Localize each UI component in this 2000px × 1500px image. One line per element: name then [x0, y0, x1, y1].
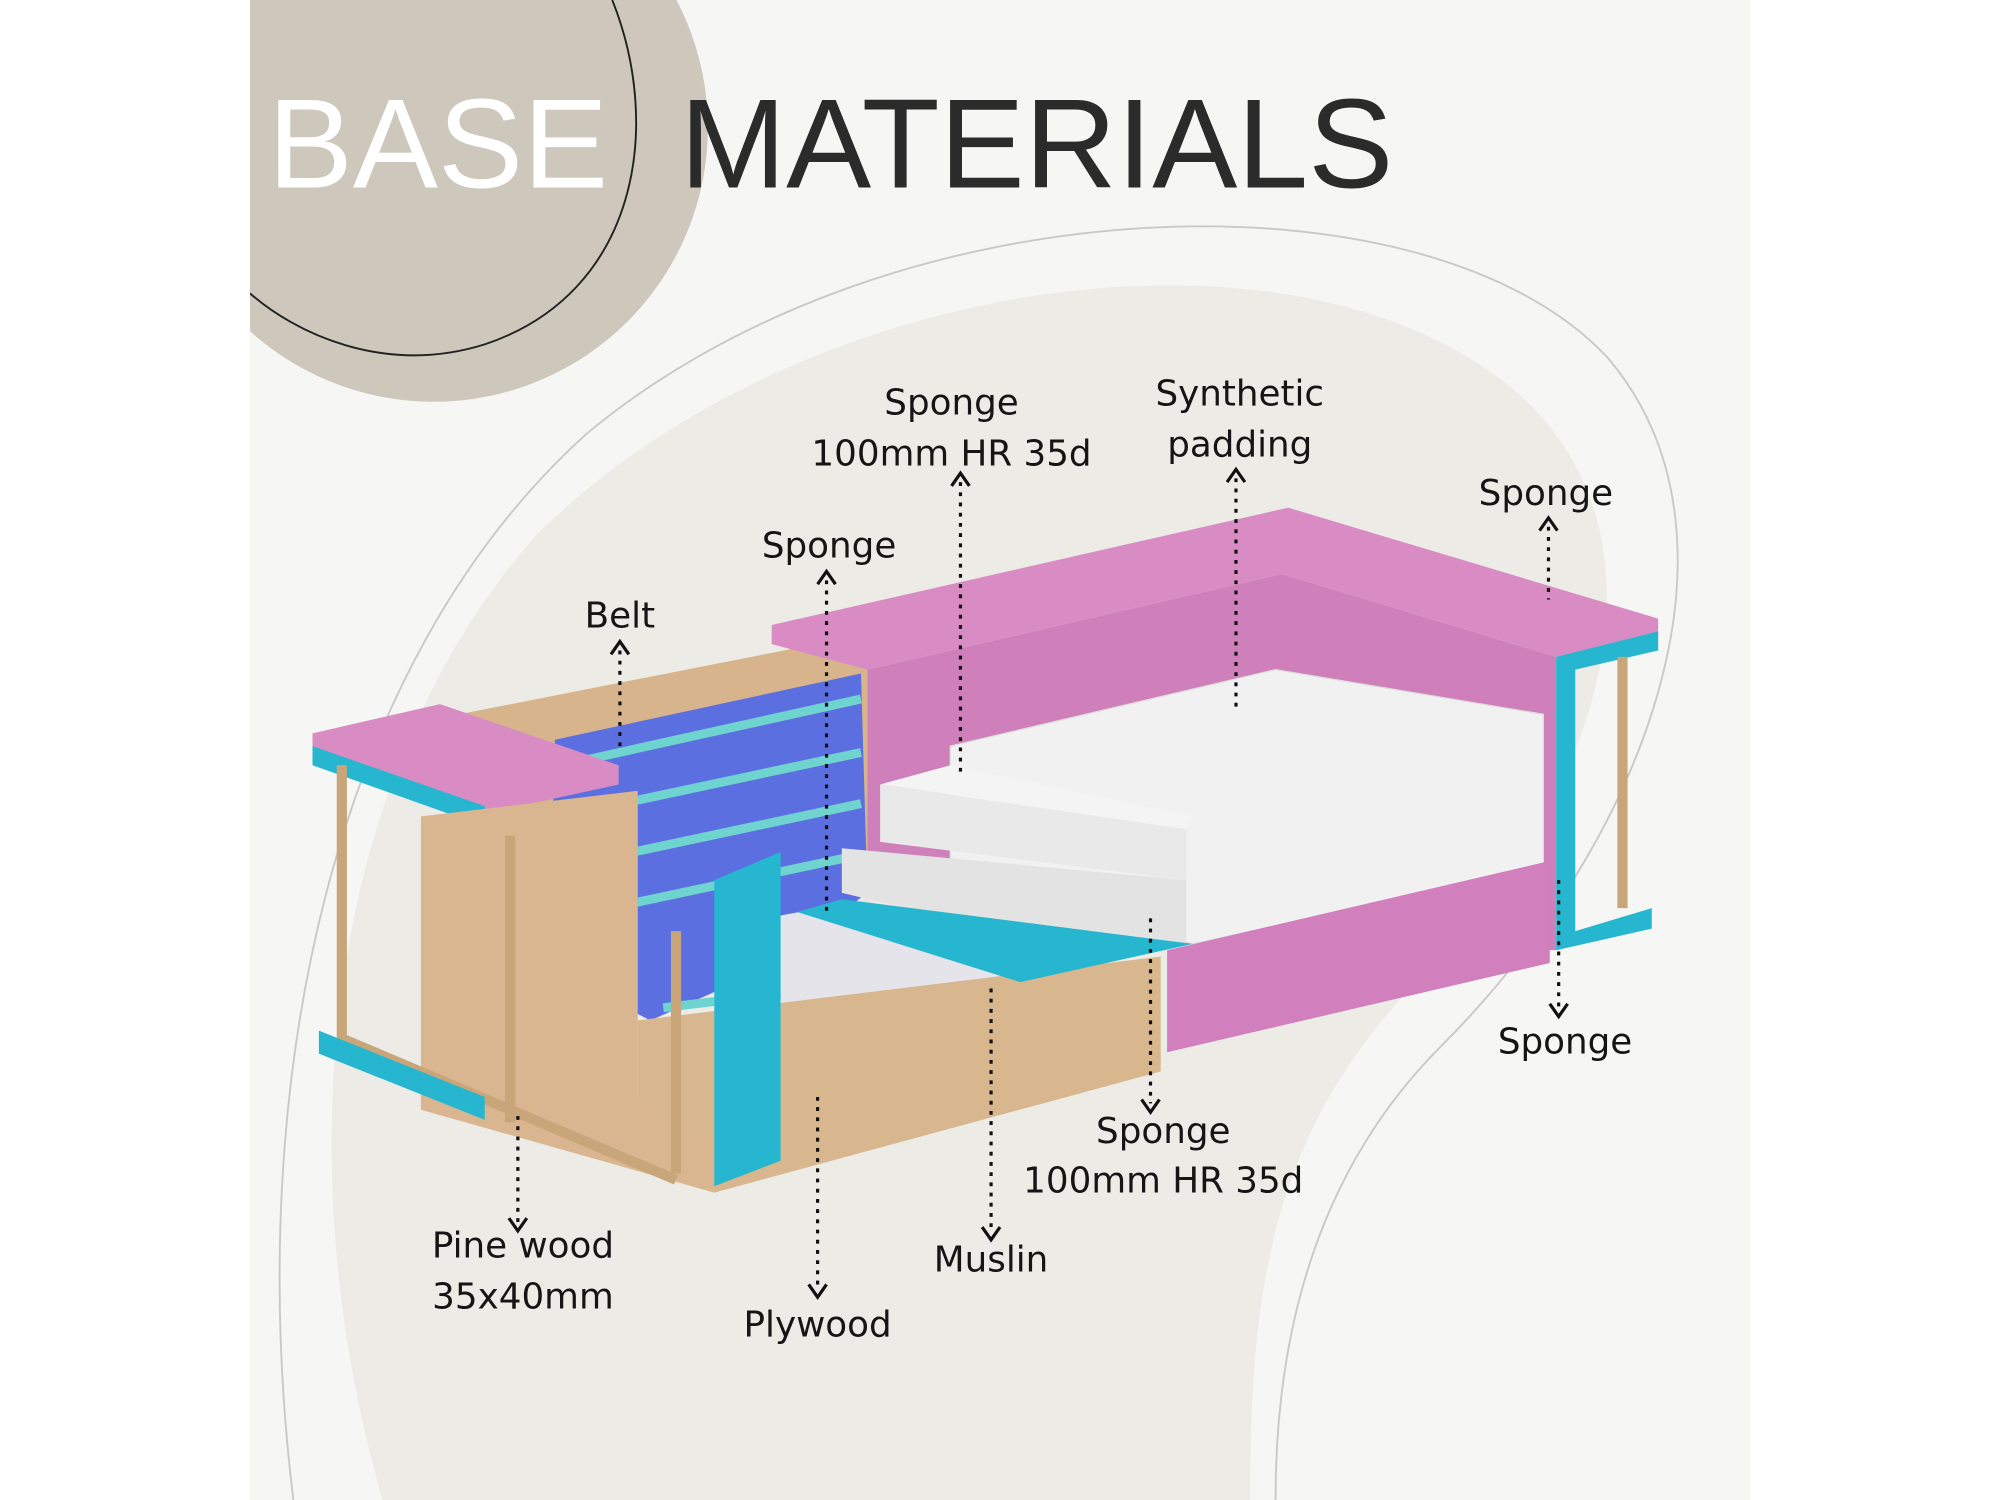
circle-outline — [249, 0, 638, 357]
title-materials: MATERIALS — [680, 73, 1393, 215]
label-sponge-left: Sponge — [762, 525, 896, 566]
back-top-sponge — [771, 507, 1659, 670]
label-pine-wood-size: 35x40mm — [432, 1277, 614, 1318]
label-synthetic: Synthetic — [1156, 374, 1325, 415]
front-sponge — [1167, 860, 1550, 1053]
label-belt: Belt — [585, 596, 655, 637]
label-sponge-seat-top-spec: 100mm HR 35d — [811, 434, 1091, 475]
label-plywood: Plywood — [744, 1305, 892, 1346]
title-base: BASE — [268, 73, 608, 215]
label-muslin: Muslin — [934, 1240, 1049, 1281]
outline-curve — [278, 225, 1679, 1500]
leader-lines — [507, 466, 1569, 1300]
label-sponge-seat-bottom-spec: 100mm HR 35d — [1023, 1161, 1303, 1202]
label-sponge-right-top: Sponge — [1479, 473, 1613, 514]
label-sponge-right-bottom: Sponge — [1498, 1022, 1632, 1063]
left-arm-sponge — [312, 704, 619, 814]
beige-circle — [159, 0, 708, 402]
label-sponge-seat-top: Sponge — [884, 383, 1018, 424]
sofa-illustration — [312, 507, 1659, 1193]
label-sponge-seat-bottom: Sponge — [1096, 1111, 1230, 1152]
label-padding: padding — [1167, 425, 1312, 466]
label-pine-wood: Pine wood — [432, 1226, 614, 1267]
